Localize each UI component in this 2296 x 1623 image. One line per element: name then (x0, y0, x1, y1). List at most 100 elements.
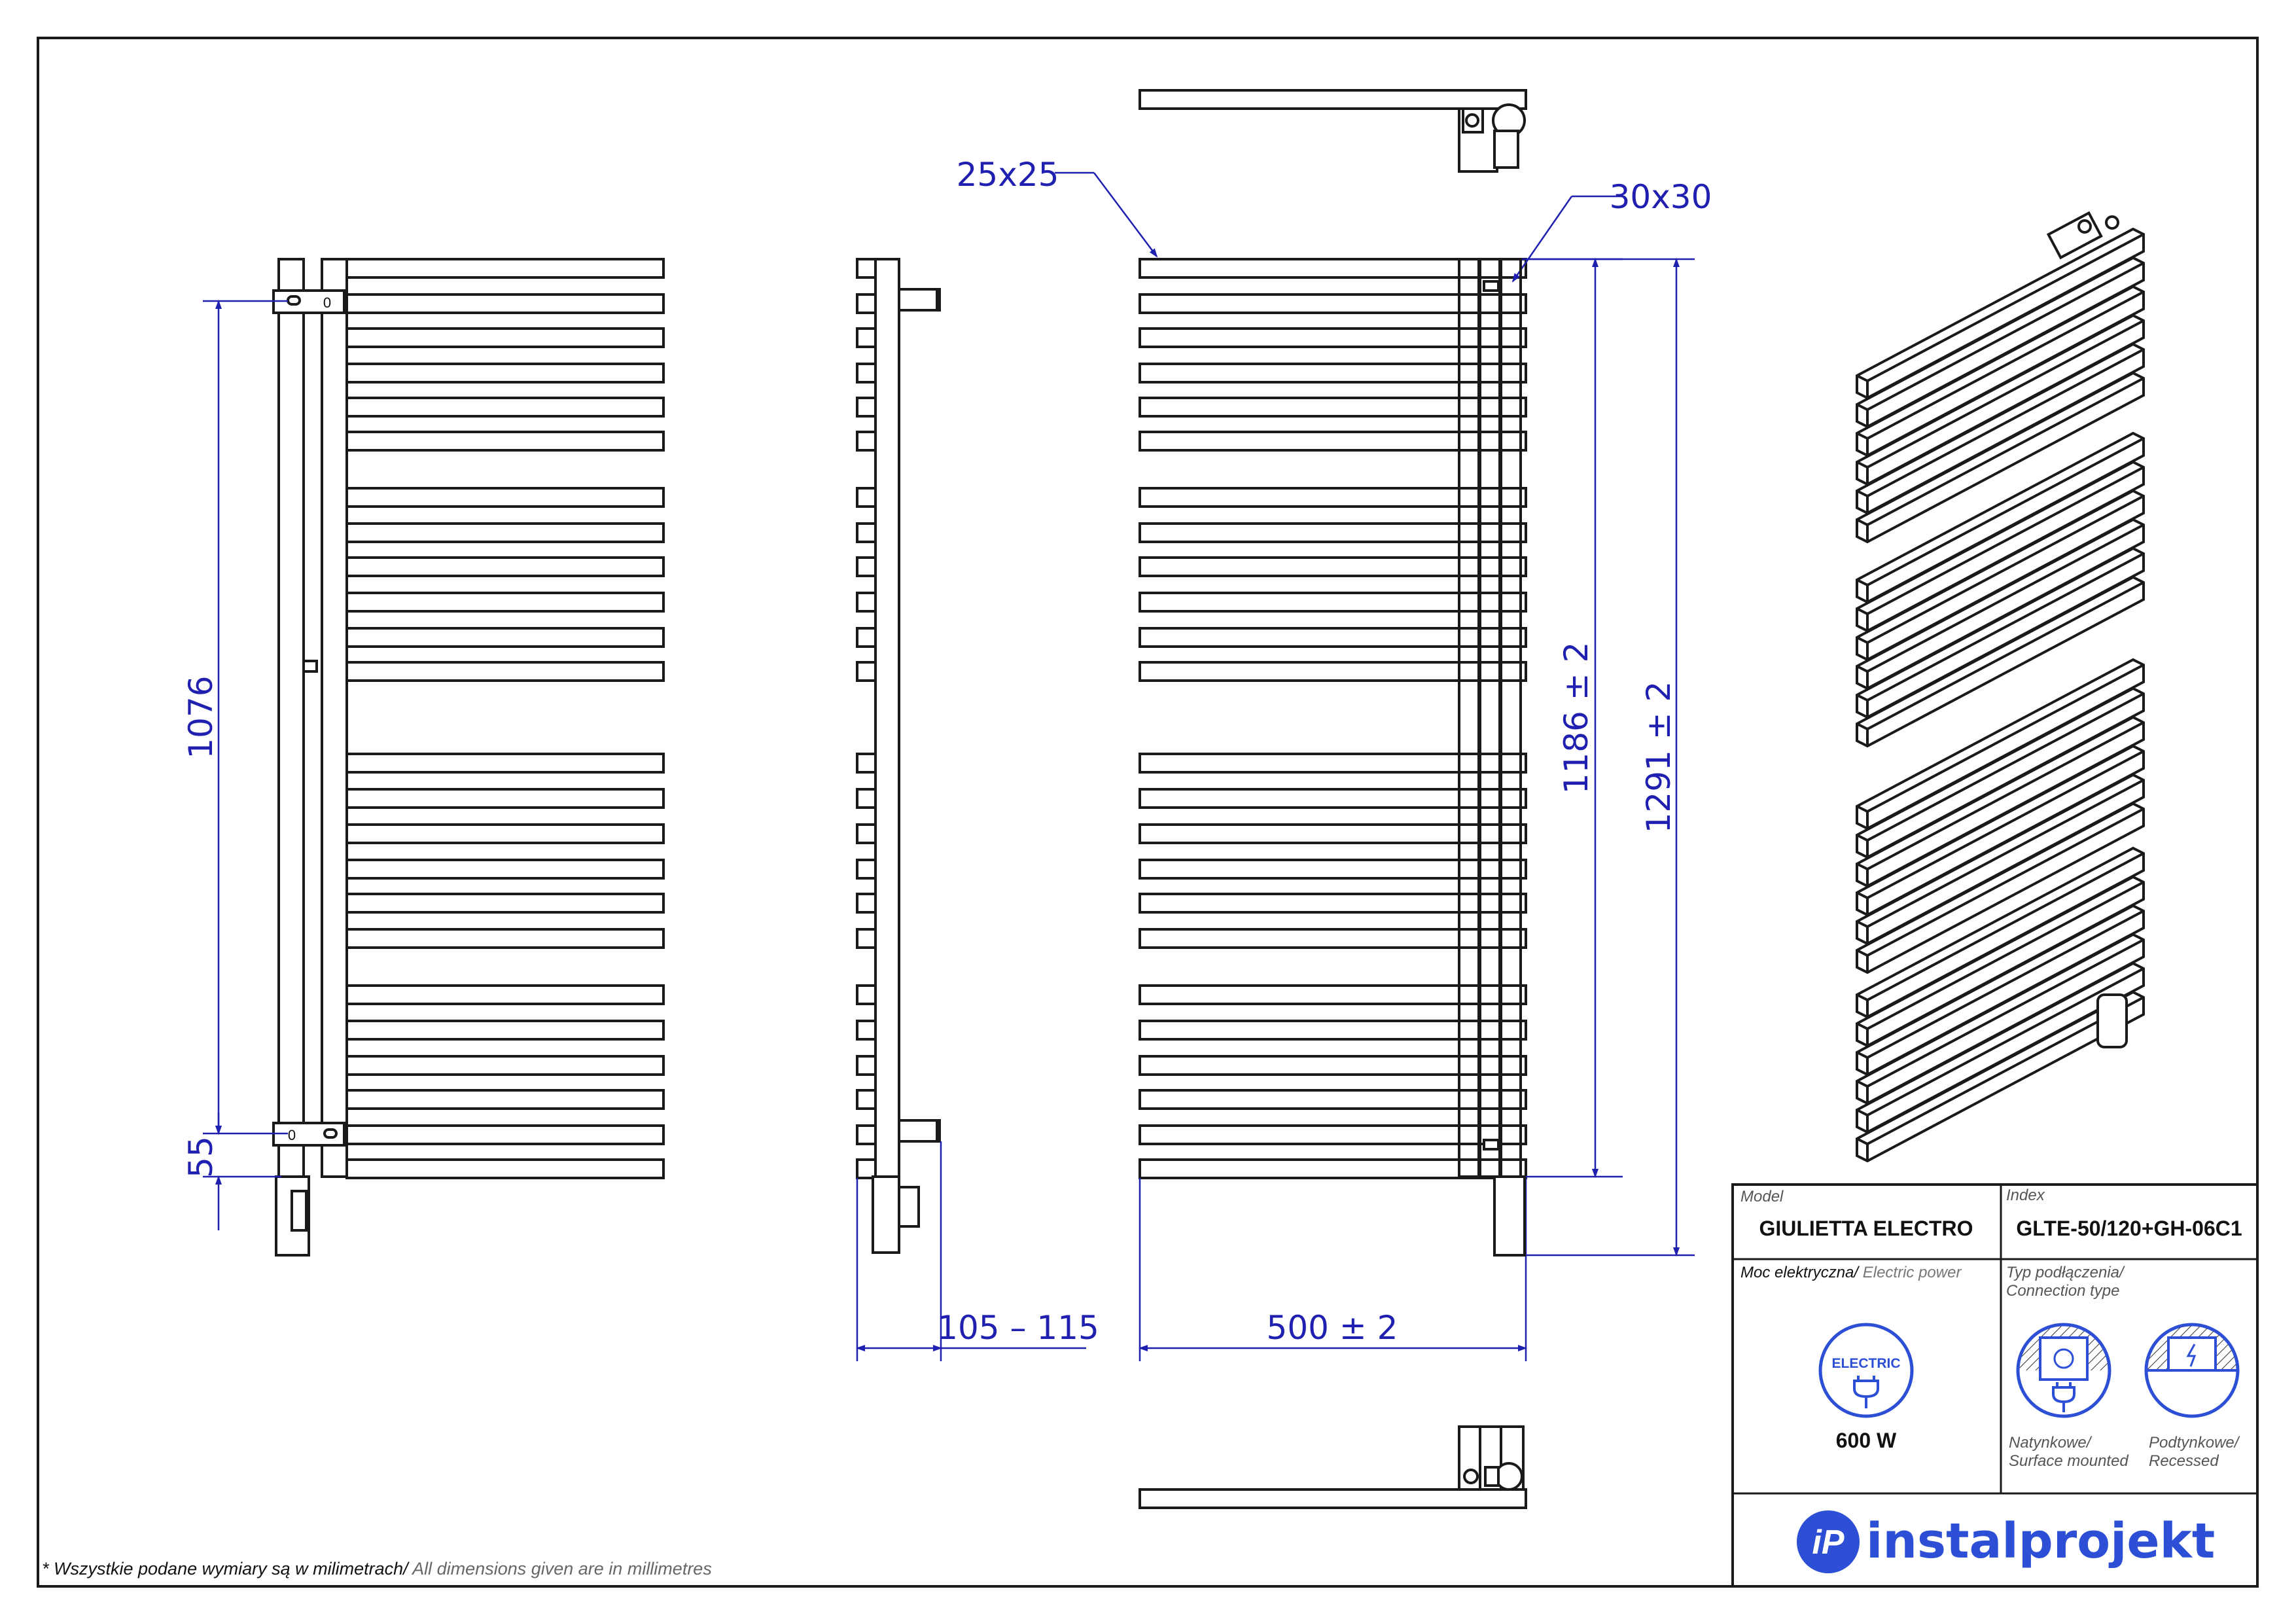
index-label: Index (2006, 1186, 2045, 1204)
electric-icon (1818, 1323, 1914, 1418)
main-bar (1139, 823, 1527, 844)
front-bar (345, 823, 665, 844)
main-bar (1139, 431, 1527, 452)
main-view (1139, 258, 1527, 1179)
iso-bar (1856, 961, 2145, 1134)
recessed-icon (2144, 1323, 2240, 1418)
side-bar (856, 1020, 877, 1041)
recessed-pl: Podtynkowe/ (2149, 1434, 2240, 1452)
iso-bar (1856, 460, 2145, 633)
side-bar (856, 1124, 877, 1145)
main-bar (1139, 1055, 1527, 1076)
side-bar (856, 859, 877, 880)
iso-heater (2046, 211, 2128, 1048)
front-bar (345, 258, 665, 279)
iso-bar (1856, 256, 2145, 429)
dimension-texts: 1076 55 1186 ± 2 1291 ± 2 105 – 115 500 … (182, 156, 1712, 1347)
front-bar (345, 984, 665, 1005)
side-bar (856, 627, 877, 648)
iso-bar (1856, 431, 2145, 604)
front-bar (345, 522, 665, 543)
connection-label-en: Connection type (2006, 1282, 2119, 1300)
front-bar (345, 859, 665, 880)
main-bar (1139, 258, 1527, 279)
iso-bar (1856, 489, 2145, 662)
side-view (856, 258, 877, 1179)
front-bar (345, 592, 665, 613)
main-bar (1139, 522, 1527, 543)
front-bar (345, 363, 665, 383)
main-bar (1139, 397, 1527, 418)
side-bar (856, 487, 877, 508)
side-bar (856, 327, 877, 348)
iso-bar (1856, 933, 2145, 1105)
dim-mount-spacing: 1076 (182, 675, 220, 758)
iso-bar (1856, 687, 2145, 859)
front-bar (345, 928, 665, 949)
surface-mounted-pl: Natynkowe/ (2009, 1434, 2093, 1452)
side-bar (856, 753, 877, 774)
front-bar (345, 1158, 665, 1179)
brand-name: instalprojekt (1866, 1513, 2215, 1569)
main-bar (1139, 1020, 1527, 1041)
main-view-collectors (1458, 258, 1526, 1257)
iso-bar (1856, 773, 2145, 946)
main-bar (1139, 661, 1527, 682)
dim-width: 500 ± 2 (1267, 1309, 1398, 1347)
front-bar (345, 487, 665, 508)
side-bar (856, 893, 877, 914)
top-view (1139, 89, 1527, 173)
recessed-en: Recessed (2149, 1452, 2219, 1470)
front-bar (345, 327, 665, 348)
connection-label: Typ podłączenia/ (2006, 1264, 2125, 1281)
dimension-lines (203, 171, 1695, 1361)
side-bar (856, 984, 877, 1005)
footnote: * Wszystkie podane wymiary są w milimetr… (42, 1559, 712, 1578)
iso-bar (1856, 846, 2145, 1019)
main-bar (1139, 293, 1527, 314)
bottom-view (1139, 1425, 1527, 1509)
front-bar (345, 627, 665, 648)
iso-bar (1856, 875, 2145, 1048)
front-bar (345, 893, 665, 914)
power-label: Moc elektryczna/ Electric power (1740, 1264, 1962, 1281)
side-bar (856, 1055, 877, 1076)
power-value: 600 W (1836, 1429, 1897, 1452)
side-bar (856, 823, 877, 844)
brand-mark: iP (1812, 1524, 1844, 1561)
main-bar (1139, 556, 1527, 577)
iso-bar (1856, 802, 2145, 974)
surface-mounted-en: Surface mounted (2009, 1452, 2128, 1470)
model-value: GIULIETTA ELECTRO (1759, 1217, 1973, 1240)
main-bar (1139, 592, 1527, 613)
front-bar (345, 1055, 665, 1076)
main-bar (1139, 363, 1527, 383)
side-bar (856, 522, 877, 543)
title-block: Model GIULIETTA ELECTRO Index GLTE-50/12… (1731, 1183, 2259, 1588)
iso-bar (1856, 371, 2145, 544)
dim-pitch-bar: 25x25 (957, 156, 1059, 194)
side-bar (856, 928, 877, 949)
main-bar (1139, 893, 1527, 914)
drawing-frame (37, 37, 2259, 1588)
side-bar (856, 397, 877, 418)
main-bar (1139, 627, 1527, 648)
front-bar (345, 661, 665, 682)
iso-bar (1856, 546, 2145, 719)
isometric-view (1856, 227, 2145, 1163)
main-bar (1139, 1158, 1527, 1179)
front-bar (345, 556, 665, 577)
dim-depth: 105 – 115 (937, 1309, 1099, 1347)
index-value: GLTE-50/120+GH-06C1 (2016, 1217, 2242, 1240)
front-bottom-zero-label: 0 (288, 1127, 296, 1143)
front-bar (345, 397, 665, 418)
front-bar (345, 1089, 665, 1110)
iso-bar (1856, 744, 2145, 917)
iso-bar (1856, 575, 2145, 748)
iso-bar (1856, 313, 2145, 486)
side-view-parts (872, 258, 941, 1254)
dim-bottom-offset: 55 (182, 1136, 220, 1178)
main-bar (1139, 859, 1527, 880)
main-bar (1139, 928, 1527, 949)
